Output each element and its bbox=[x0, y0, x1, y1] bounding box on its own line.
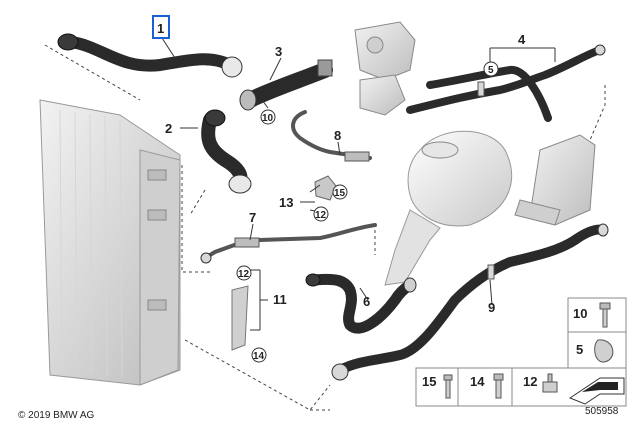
legend-label-12: 12 bbox=[523, 374, 537, 389]
nut-clip-icon bbox=[542, 373, 558, 393]
legend-label-15: 15 bbox=[422, 374, 436, 389]
hose-clamp-icon bbox=[594, 339, 614, 363]
hose-part-3 bbox=[239, 59, 333, 111]
callout-14[interactable]: 14 bbox=[253, 351, 265, 362]
callout-9[interactable]: 9 bbox=[488, 300, 495, 315]
bracket-part-13 bbox=[314, 175, 337, 201]
callout-12-a[interactable]: 12 bbox=[315, 210, 327, 221]
legend-label-10: 10 bbox=[573, 306, 587, 321]
callout-2[interactable]: 2 bbox=[165, 121, 172, 136]
callout-10[interactable]: 10 bbox=[262, 113, 274, 124]
legend-label-14: 14 bbox=[470, 374, 485, 389]
callout-4[interactable]: 4 bbox=[518, 32, 526, 47]
thermostat-housing bbox=[354, 21, 416, 116]
callout-12-b[interactable]: 12 bbox=[238, 269, 250, 280]
radiator bbox=[39, 99, 181, 386]
pipe-part-8 bbox=[291, 110, 372, 162]
callout-11[interactable]: 11 bbox=[273, 292, 287, 307]
hose-part-9 bbox=[331, 223, 609, 381]
hose-part-1 bbox=[57, 33, 243, 78]
callout-15[interactable]: 15 bbox=[334, 188, 346, 199]
bracket-part-11 bbox=[231, 285, 249, 351]
leader-lines bbox=[44, 44, 606, 411]
callout-5[interactable]: 5 bbox=[488, 65, 494, 76]
parts-legend: 10 5 15 14 12 bbox=[415, 297, 627, 407]
copyright-text: © 2019 BMW AG bbox=[18, 410, 95, 421]
auxiliary-reservoir bbox=[514, 134, 596, 226]
bolt-icon bbox=[599, 302, 611, 328]
diagram-number: 505958 bbox=[585, 406, 619, 417]
hose-part-2 bbox=[201, 109, 252, 194]
callout-13[interactable]: 13 bbox=[279, 195, 293, 210]
callout-1[interactable]: 1 bbox=[157, 21, 164, 36]
legend-label-5: 5 bbox=[576, 342, 583, 357]
bolt-collar-icon bbox=[493, 373, 504, 399]
callout-6[interactable]: 6 bbox=[363, 294, 370, 309]
hose-part-6 bbox=[305, 273, 417, 334]
callout-7[interactable]: 7 bbox=[249, 210, 256, 225]
callout-leaders bbox=[161, 37, 556, 331]
pipe-part-7 bbox=[200, 223, 377, 264]
hose-part-4 bbox=[406, 44, 606, 122]
expansion-tank bbox=[384, 130, 513, 286]
screw-icon bbox=[443, 374, 453, 399]
callout-3[interactable]: 3 bbox=[275, 44, 282, 59]
corner-arrow-icon bbox=[568, 377, 625, 405]
callout-1-highlight bbox=[152, 15, 170, 39]
callout-8[interactable]: 8 bbox=[334, 128, 341, 143]
